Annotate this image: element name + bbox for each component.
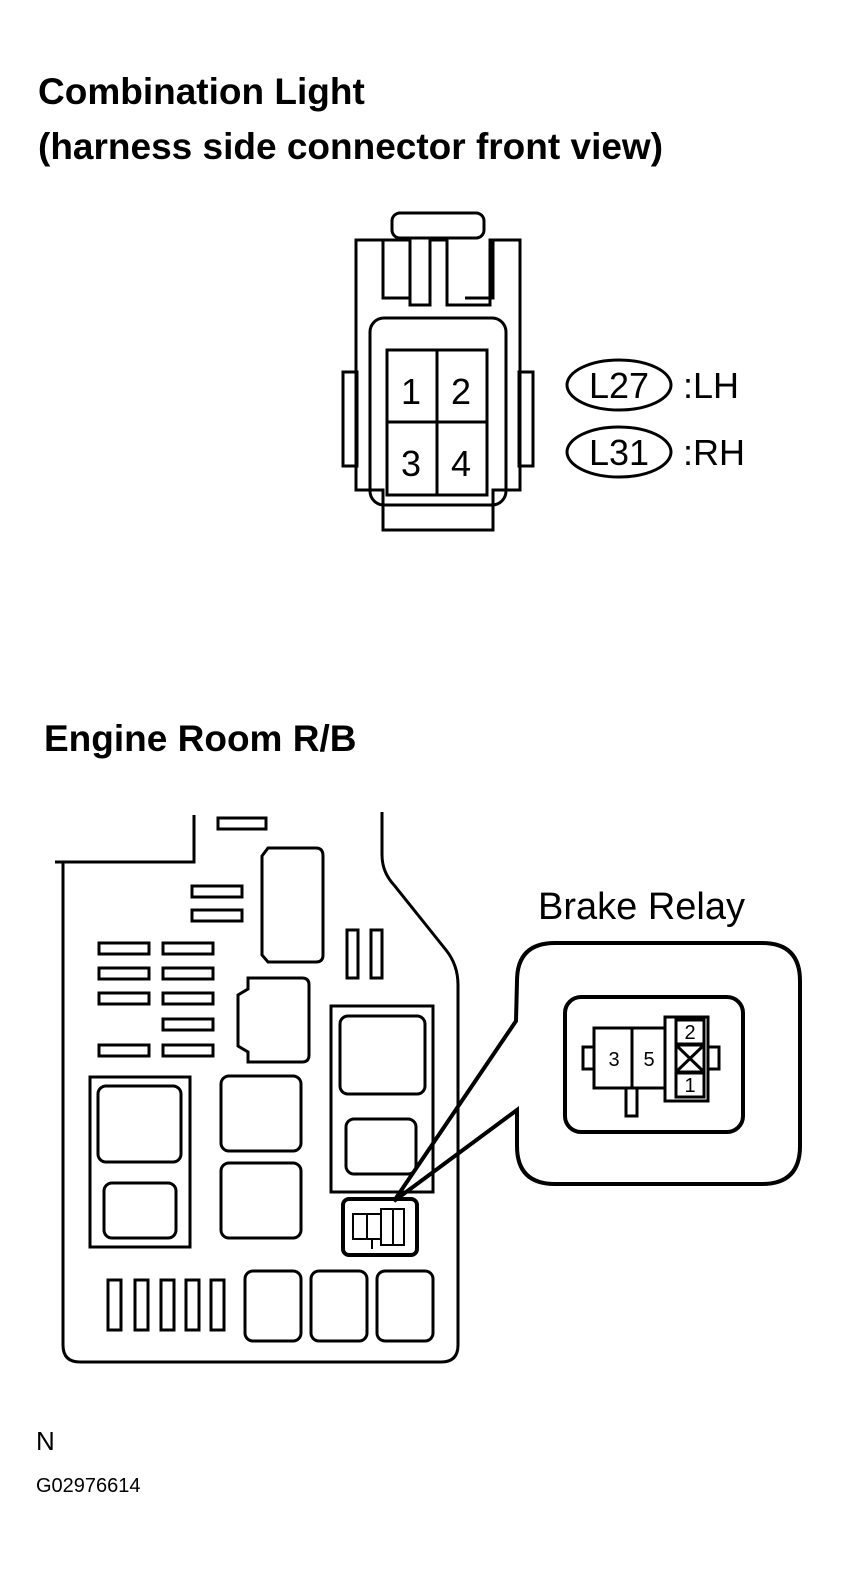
connector-view-subtitle: (harness side connector front view): [38, 126, 664, 167]
pin-2-label: 2: [451, 371, 471, 412]
brake-relay-callout-box: [392, 941, 802, 1203]
combination-light-connector: [341, 211, 673, 532]
relay-pin-3-label: 3: [608, 1049, 619, 1071]
relay-pin-2-label: 2: [684, 1022, 695, 1044]
brake-relay-location: [341, 1197, 419, 1257]
combination-light-title: Combination Light: [38, 71, 365, 112]
figure-code: G02976614: [36, 1475, 141, 1497]
brake-relay-label: Brake Relay: [538, 886, 745, 928]
relay-pin-5-label: 5: [643, 1049, 654, 1071]
relay-block-components: [88, 816, 435, 1343]
connector-side-rh: :RH: [683, 432, 745, 473]
engine-room-rb-outline: [55, 812, 460, 1364]
engine-room-rb-title: Engine Room R/B: [44, 718, 357, 759]
connector-code-l31: L31: [589, 432, 649, 473]
pin-4-label: 4: [451, 443, 471, 484]
pin-3-label: 3: [401, 443, 421, 484]
relay-pin-1-label: 1: [684, 1075, 695, 1097]
connector-code-l27: L27: [589, 365, 649, 406]
pin-1-label: 1: [401, 371, 421, 412]
brake-relay-connector: [563, 995, 745, 1134]
connector-side-lh: :LH: [683, 365, 739, 406]
north-marker: N: [36, 1426, 55, 1456]
